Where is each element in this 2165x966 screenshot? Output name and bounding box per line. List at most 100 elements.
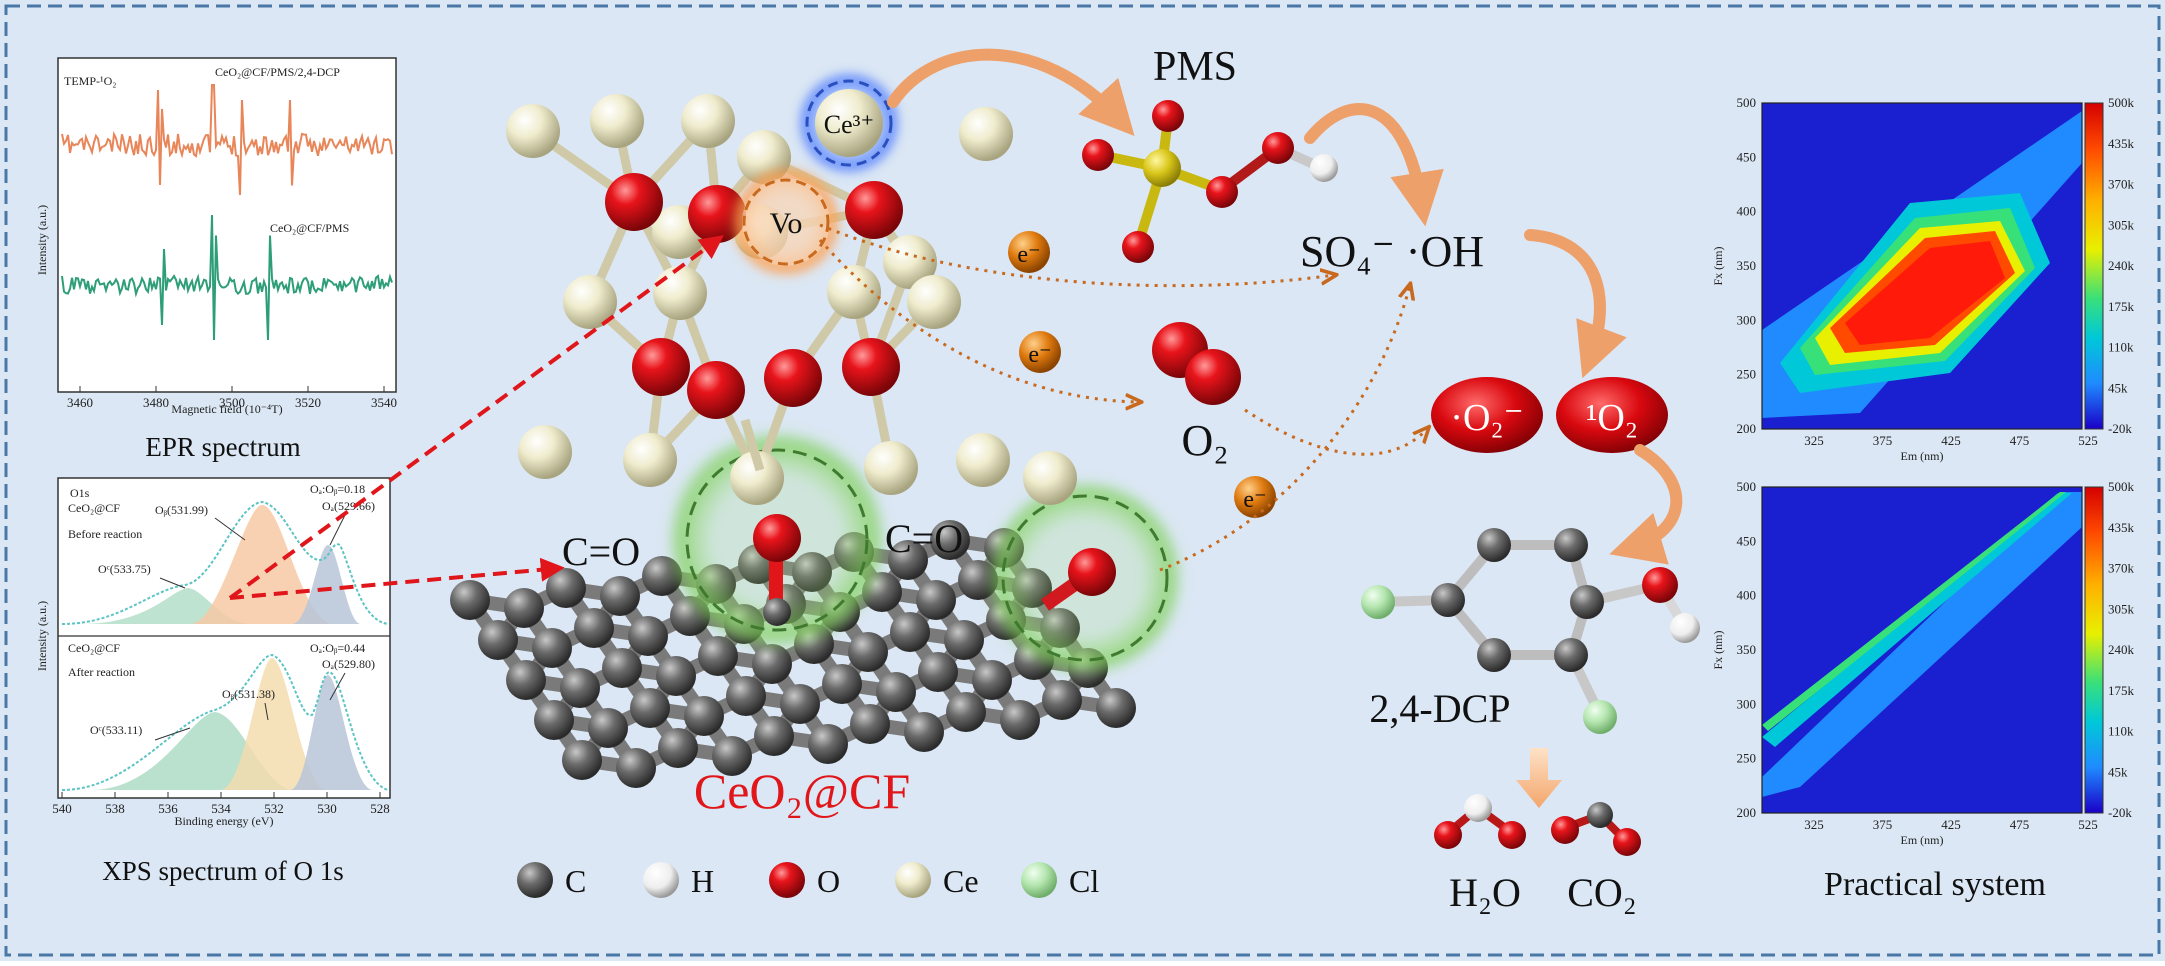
eem-colorbar-label: 370k [2108, 177, 2135, 192]
carbon-atom [602, 648, 642, 688]
eem-x-tick-label: 325 [1804, 433, 1824, 448]
epr-tick-label: 3520 [295, 395, 321, 410]
epr-caption: EPR spectrum [145, 432, 300, 462]
carbon-atom [504, 588, 544, 628]
carbonyl-left [753, 514, 801, 626]
eem-y-tick-label: 200 [1737, 805, 1757, 820]
cerium-atom [681, 94, 735, 148]
arrow-degradation [1516, 748, 1562, 808]
xps-before-oc-pointer [159, 577, 186, 589]
carbon-atom [780, 684, 820, 724]
dcp-chlorine-1 [1361, 585, 1395, 619]
eem-y-tick-label: 250 [1737, 751, 1757, 766]
superoxide-ellipse [1431, 377, 1543, 453]
eem-colorbar-label: 500k [2108, 95, 2135, 110]
carbon-atom [656, 656, 696, 696]
xps-before-oa-pointer [329, 514, 346, 546]
eem-x-tick-label: 475 [2010, 433, 2030, 448]
eem-colorbar-label: 240k [2108, 258, 2135, 273]
ring-co-site-right [1001, 494, 1169, 662]
carbon-atom [904, 712, 944, 752]
eem-colorbar-label: 240k [2108, 642, 2135, 657]
dcp-carbon-4 [1554, 638, 1588, 672]
carbon-atom [848, 632, 888, 672]
carbon-atom [946, 692, 986, 732]
dcp-carbon-1 [1477, 528, 1511, 562]
carbon-atom [972, 660, 1012, 700]
eem-plot-frame [1761, 102, 2083, 430]
arrow-radicals-to-ros [1524, 229, 1627, 379]
cerium-atom [883, 235, 937, 289]
xps-tick-label: 532 [264, 801, 284, 816]
carbon-atom [658, 728, 698, 768]
eem-x-tick-label: 525 [2078, 433, 2098, 448]
carbon-atom [1000, 700, 1040, 740]
xps-after-state: After reaction [68, 665, 135, 679]
electron-label-3: e⁻ [1243, 487, 1266, 513]
path-vo-to-so4 [819, 223, 1335, 288]
dcp-carbon-6 [1431, 583, 1465, 617]
xps-ylabel: Intensity (a.u.) [35, 601, 49, 671]
pms-oxygen-4 [1206, 176, 1238, 208]
carbon-atom [930, 520, 970, 560]
eem-colorbar-label: 305k [2108, 217, 2135, 232]
eem-colorbar-label: 175k [2108, 299, 2135, 314]
eem-y-tick-label: 300 [1737, 696, 1757, 711]
xps-after-ratio: Oₐ:Oᵦ=0.44 [310, 641, 365, 655]
pms-oxygen-3 [1122, 231, 1154, 263]
xps-before-peak-oa [292, 545, 360, 624]
electron-2 [1019, 331, 1061, 373]
cerium-atom [506, 104, 560, 158]
xps-before-oa: Oₐ(529.66) [322, 499, 375, 513]
carbon-atom [808, 724, 848, 764]
eem-contour-band [1845, 241, 2005, 345]
carbon-atom [616, 748, 656, 788]
eem-x-tick-label: 425 [1941, 433, 1961, 448]
carbon-atom [754, 716, 794, 756]
carbon-atom [876, 672, 916, 712]
eem-contour-band [1762, 492, 2066, 731]
xps-after-envelope [61, 653, 389, 791]
pms-oxygen-1 [1152, 100, 1184, 132]
eem-x-tick-label: 375 [1873, 817, 1893, 832]
eem-y-tick-label: 400 [1737, 204, 1757, 219]
legend-swatch-o [769, 862, 805, 898]
carbon-atom [712, 736, 752, 776]
oxygen-atom [687, 361, 745, 419]
eem-plot-frame [1761, 486, 2083, 814]
electron-1 [1008, 231, 1050, 273]
oxygen-atom [764, 349, 822, 407]
legend-swatch-h [643, 862, 679, 898]
legend-swatch-ce [895, 862, 931, 898]
xps-before-envelope [61, 500, 389, 625]
eem-colorbar [2084, 102, 2104, 430]
xps-before-sample: CeO₂@CF [68, 501, 120, 515]
eem-y-tick-label: 350 [1737, 642, 1757, 657]
oxygen-atom [605, 173, 663, 231]
xps-after-peak-ob [220, 658, 325, 790]
carbonyl-right [1040, 548, 1116, 611]
cerium-atom [956, 433, 1010, 487]
arrow-pms-to-radicals [1304, 103, 1444, 227]
eem-colorbar-label: 175k [2108, 683, 2135, 698]
eem-colorbar-label: 45k [2108, 764, 2128, 779]
carbon-atom [752, 644, 792, 684]
cerium-atom [653, 266, 707, 320]
carbon-atom [918, 652, 958, 692]
carbonyl-left-oxygen [753, 514, 801, 562]
eem-y-tick-label: 300 [1737, 312, 1757, 327]
oxygen-atom [632, 338, 690, 396]
h2o-label: H₂O [1449, 870, 1521, 915]
arrow-ros-to-dcp [1609, 444, 1683, 565]
eem-caption: Practical system [1824, 866, 2046, 903]
dcp-carbon-3 [1570, 585, 1604, 619]
eem-y-tick-label: 500 [1737, 479, 1757, 494]
legend-label-c: C [565, 863, 586, 899]
ce3-atom [815, 89, 883, 157]
carbon-atom [600, 576, 640, 616]
xps-after-oc: Oᶜ(533.11) [90, 723, 142, 737]
carbon-atom [560, 668, 600, 708]
pms-sulfur [1143, 149, 1181, 187]
carbon-atom [506, 660, 546, 700]
